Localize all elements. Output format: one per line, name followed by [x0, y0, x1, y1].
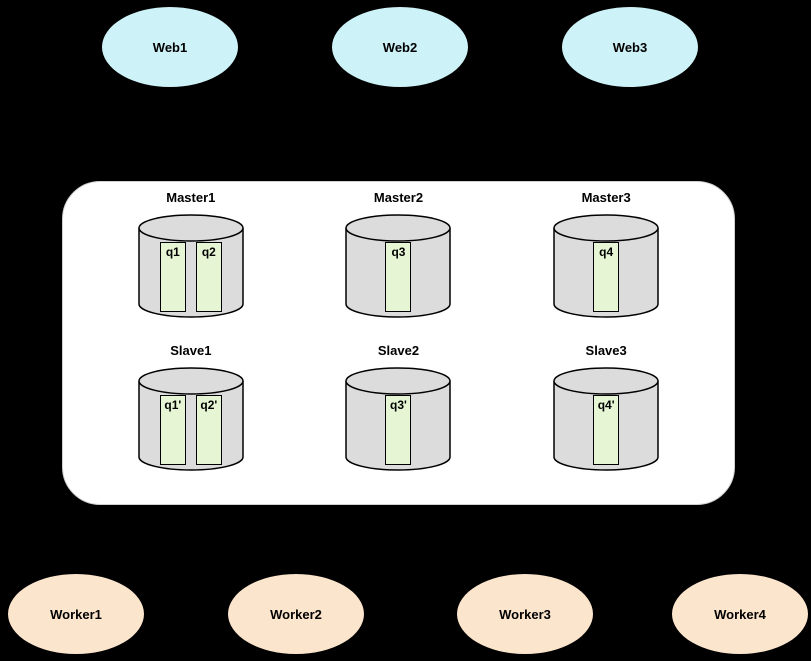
queue-box: q2 [195, 242, 222, 312]
db-node-label: Master2 [373, 190, 424, 205]
queue-group: q3 [345, 242, 451, 312]
worker-node-4: Worker4 [671, 573, 809, 655]
database-cylinder: q1 q2 [138, 214, 244, 318]
worker-node-1: Worker1 [7, 573, 145, 655]
db-node-label: Master3 [581, 190, 631, 205]
queue-box: q3 [385, 242, 412, 312]
worker-node-label: Worker4 [714, 606, 766, 622]
queue-box: q1 [159, 242, 186, 312]
web-node-label: Web1 [152, 39, 188, 55]
db-node-slave3: Slave3 q4' [553, 343, 659, 471]
worker-node-label: Worker2 [270, 606, 322, 622]
db-node-label: Slave3 [585, 343, 627, 358]
worker-node-label: Worker1 [50, 606, 102, 622]
database-cylinder: q4 [553, 214, 659, 318]
db-node-label: Slave1 [170, 343, 212, 358]
db-grid: Master1 q1 q2 Master2 [87, 190, 710, 496]
worker-node-3: Worker3 [456, 573, 594, 655]
database-cylinder: q4' [553, 367, 659, 471]
worker-node-label: Worker3 [499, 606, 551, 622]
queue-box: q1' [159, 395, 186, 465]
queue-box: q3' [385, 395, 412, 465]
db-node-slave2: Slave2 q3' [345, 343, 452, 471]
queue-cluster-box: Master1 q1 q2 Master2 [62, 181, 735, 505]
web-node-1: Web1 [101, 6, 239, 88]
queue-group: q4 [553, 242, 659, 312]
queue-group: q3' [345, 395, 451, 465]
web-node-label: Web2 [382, 39, 418, 55]
db-node-slave1: Slave1 q1' q2' [138, 343, 244, 471]
web-node-label: Web3 [612, 39, 648, 55]
queue-group: q4' [553, 395, 659, 465]
queue-group: q1' q2' [138, 395, 244, 465]
db-node-master1: Master1 q1 q2 [138, 190, 244, 318]
db-node-label: Slave2 [377, 343, 420, 358]
database-cylinder: q1' q2' [138, 367, 244, 471]
queue-group: q1 q2 [138, 242, 244, 312]
db-node-label: Master1 [166, 190, 216, 205]
queue-box: q4' [593, 395, 620, 465]
queue-box: q4 [593, 242, 620, 312]
database-cylinder: q3 [345, 214, 452, 318]
db-node-master2: Master2 q3 [345, 190, 452, 318]
queue-box: q2' [195, 395, 222, 465]
database-cylinder: q3' [345, 367, 452, 471]
web-node-3: Web3 [561, 6, 699, 88]
worker-node-2: Worker2 [227, 573, 365, 655]
web-node-2: Web2 [331, 6, 469, 88]
db-node-master3: Master3 q4 [553, 190, 659, 318]
